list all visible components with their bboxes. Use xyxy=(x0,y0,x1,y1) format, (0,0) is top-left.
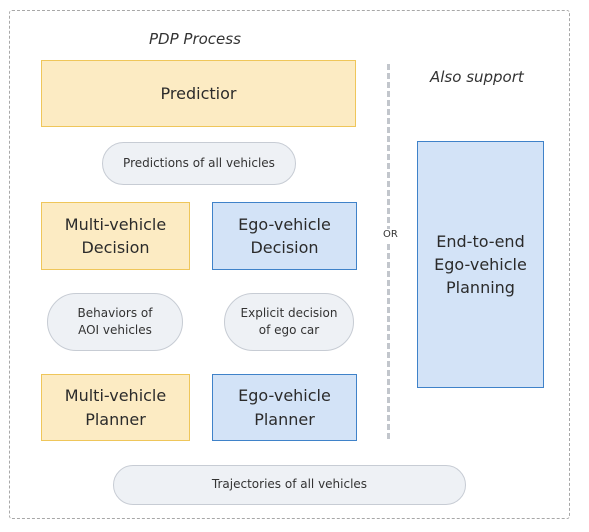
diagram-frame xyxy=(9,10,570,519)
predictions-note: Predictions of all vehicles xyxy=(102,142,296,185)
trajectories-note: Trajectories of all vehicles xyxy=(113,465,466,505)
prediction-box: Predictior xyxy=(41,60,356,127)
multi-vehicle-planner-box: Multi-vehicle Planner xyxy=(41,374,190,441)
multi-vehicle-decision-box: Multi-vehicle Decision xyxy=(41,202,190,270)
or-label: OR xyxy=(382,229,399,241)
or-divider xyxy=(387,64,390,439)
ego-vehicle-decision-box: Ego-vehicle Decision xyxy=(212,202,357,270)
explicit-decision-note: Explicit decision of ego car xyxy=(224,293,354,351)
pdp-process-title: PDP Process xyxy=(149,30,241,48)
also-support-title: Also support xyxy=(430,68,524,86)
ego-vehicle-planner-box: Ego-vehicle Planner xyxy=(212,374,357,441)
end-to-end-planning-box: End-to-end Ego-vehicle Planning xyxy=(417,141,544,388)
behaviors-note: Behaviors of AOI vehicles xyxy=(47,293,183,351)
